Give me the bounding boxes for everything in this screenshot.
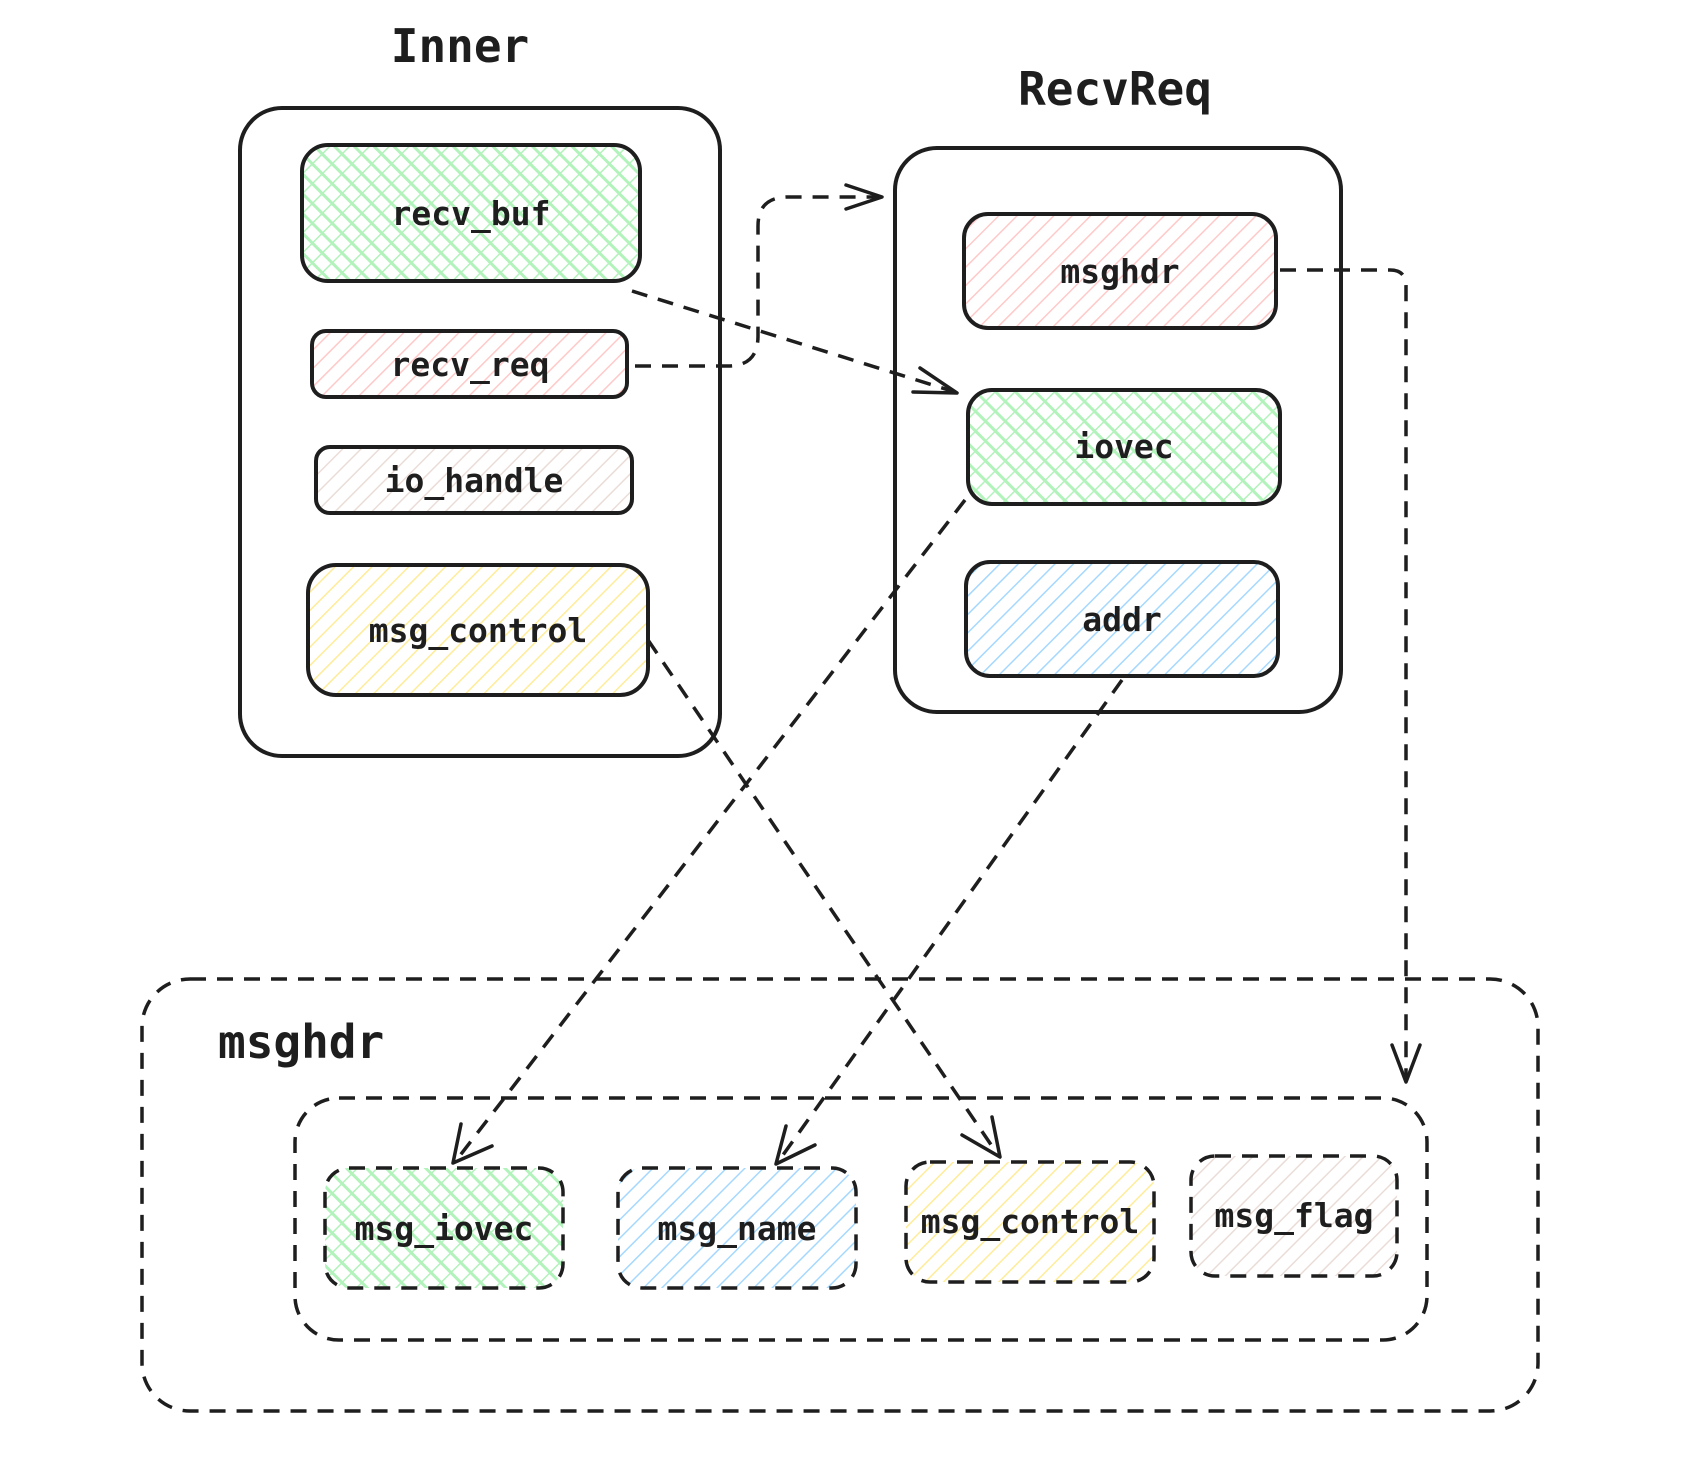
msghdr-inner-container: [293, 1096, 1429, 1342]
field-msghdr[interactable]: msghdr: [962, 212, 1278, 330]
recvreq-title: RecvReq: [1018, 62, 1212, 116]
inner-container: [238, 106, 722, 758]
field-recv-req[interactable]: recv_req: [310, 329, 629, 399]
recvreq-group: RecvReq msghdr iovec addr: [893, 62, 1343, 714]
field-recv-req-label: recv_req: [391, 345, 550, 384]
field-msg-control[interactable]: msg_control: [904, 1160, 1156, 1284]
field-io-handle[interactable]: io_handle: [314, 445, 634, 515]
field-msg-flag-label: msg_flag: [1215, 1196, 1374, 1235]
arrow-inner-msg-control-to-msg-control: [646, 639, 1002, 1159]
field-addr[interactable]: addr: [964, 560, 1280, 678]
field-iovec[interactable]: iovec: [966, 388, 1282, 506]
field-msg-iovec[interactable]: msg_iovec: [323, 1166, 565, 1290]
arrow-iovec-to-msg-iovec: [451, 498, 967, 1165]
inner-group: Inner recv_buf recv_req io_handle msg_co…: [238, 19, 722, 758]
field-inner-msg-control[interactable]: msg_control: [306, 563, 650, 697]
field-iovec-label: iovec: [1074, 427, 1173, 466]
arrow-recv-buf-to-iovec: [631, 289, 959, 395]
msghdr-outer-container: [140, 977, 1540, 1413]
field-io-handle-label: io_handle: [385, 461, 564, 500]
field-recv-buf-label: recv_buf: [392, 194, 551, 233]
field-msg-name[interactable]: msg_name: [616, 1166, 858, 1290]
arrow-addr-to-msg-name: [774, 678, 1124, 1166]
recvreq-container: [893, 146, 1343, 714]
msghdr-title: msghdr: [218, 1015, 384, 1069]
field-addr-label: addr: [1082, 600, 1161, 639]
field-msghdr-label: msghdr: [1060, 252, 1179, 291]
inner-title: Inner: [391, 19, 529, 73]
field-recv-buf[interactable]: recv_buf: [300, 143, 642, 283]
arrow-recv-req-to-recvreq: [635, 183, 884, 368]
field-inner-msg-control-label: msg_control: [369, 611, 588, 650]
field-msg-name-label: msg_name: [658, 1209, 817, 1248]
msghdr-group: msghdr msg_iovec msg_name msg_control ms…: [140, 977, 1540, 1413]
field-msg-control-label: msg_control: [921, 1202, 1140, 1241]
field-msg-flag[interactable]: msg_flag: [1189, 1154, 1399, 1278]
arrow-msghdr-to-msg-flag: [1280, 268, 1422, 1084]
field-msg-iovec-label: msg_iovec: [355, 1209, 534, 1248]
